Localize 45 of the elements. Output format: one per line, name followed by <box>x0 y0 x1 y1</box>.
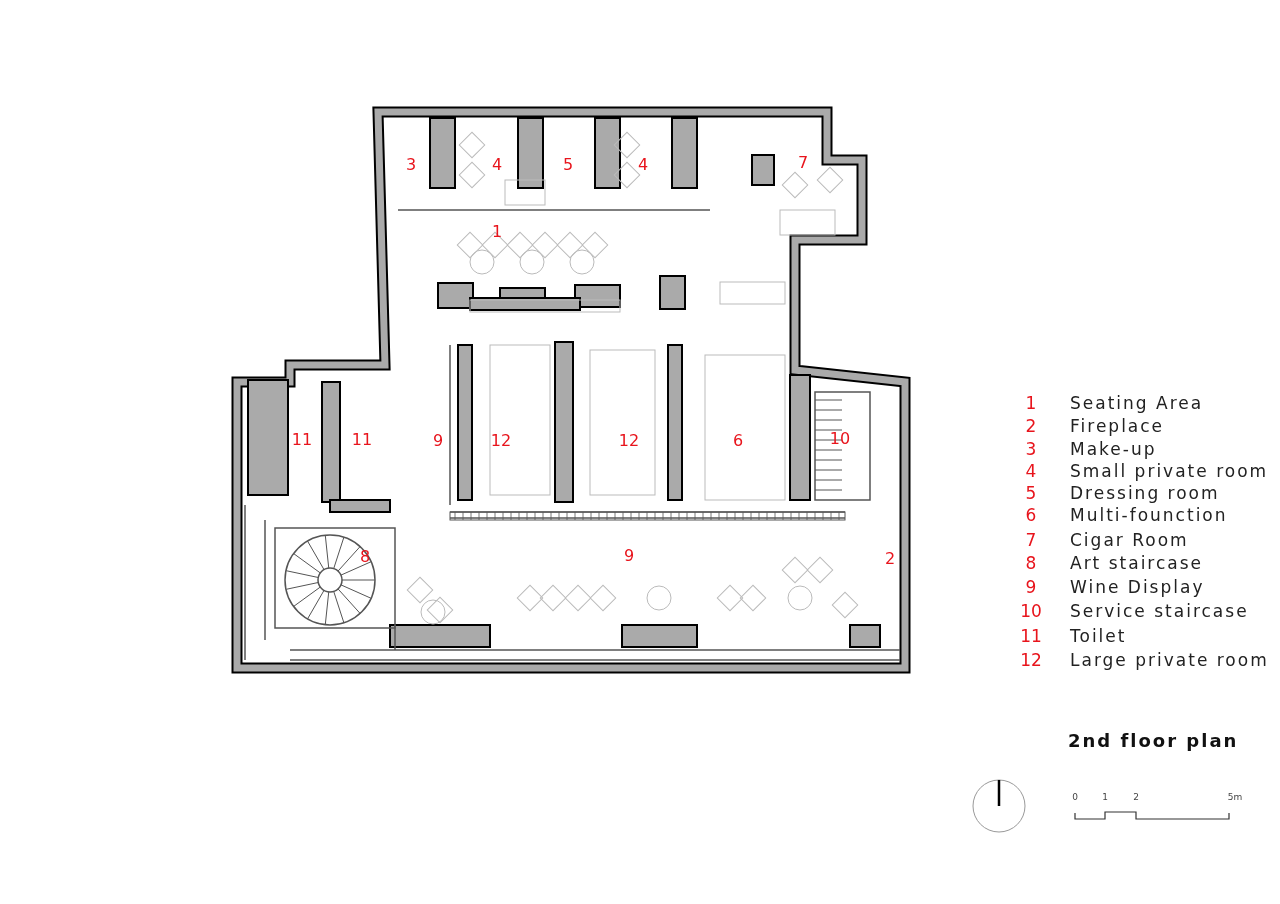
room-number: 11 <box>291 432 313 448</box>
room-number: 12 <box>490 433 512 449</box>
room-number: 6 <box>732 433 744 449</box>
legend-number: 7 <box>1025 531 1037 549</box>
legend-text: Seating Area <box>1070 394 1204 412</box>
room-number: 9 <box>623 548 635 564</box>
room-number: 8 <box>359 549 371 565</box>
room-number: 9 <box>432 433 444 449</box>
legend-number: 6 <box>1025 506 1037 524</box>
legend-text: Art staircase <box>1070 554 1204 572</box>
legend-number: 11 <box>1020 627 1042 645</box>
legend-number: 9 <box>1025 578 1037 596</box>
legend-number: 12 <box>1020 651 1042 669</box>
legend-text: Service staircase <box>1070 602 1249 620</box>
legend-number: 3 <box>1025 440 1037 458</box>
legend-text: Fireplace <box>1070 417 1165 435</box>
plan-title: 2nd floor plan <box>1068 732 1239 750</box>
legend-number: 1 <box>1025 394 1037 412</box>
room-number: 10 <box>829 431 851 447</box>
room-number: 7 <box>797 155 809 171</box>
legend-number: 5 <box>1025 484 1037 502</box>
scale-label: 2 <box>1133 792 1139 802</box>
legend-number: 10 <box>1020 602 1042 620</box>
scale-label: 0 <box>1072 792 1078 802</box>
legend-text: Dressing room <box>1070 484 1220 502</box>
legend-number: 2 <box>1025 417 1037 435</box>
legend-text: Cigar Room <box>1070 531 1189 549</box>
legend-number: 4 <box>1025 462 1037 480</box>
room-number: 12 <box>618 433 640 449</box>
scale-label: 1 <box>1102 792 1108 802</box>
legend-text: Multi-founction <box>1070 506 1228 524</box>
legend-number: 8 <box>1025 554 1037 572</box>
legend-text: Small private room <box>1070 462 1269 480</box>
room-number: 4 <box>491 157 503 173</box>
room-number: 3 <box>405 157 417 173</box>
room-number: 1 <box>491 224 503 240</box>
room-number: 11 <box>351 432 373 448</box>
room-number: 4 <box>637 157 649 173</box>
room-number: 5 <box>562 157 574 173</box>
scale-label: 5m <box>1227 792 1243 802</box>
legend-text: Wine Display <box>1070 578 1205 596</box>
legend-text: Make-up <box>1070 440 1157 458</box>
legend-text: Large private room <box>1070 651 1269 669</box>
legend-text: Toilet <box>1070 627 1127 645</box>
room-number: 2 <box>884 551 896 567</box>
